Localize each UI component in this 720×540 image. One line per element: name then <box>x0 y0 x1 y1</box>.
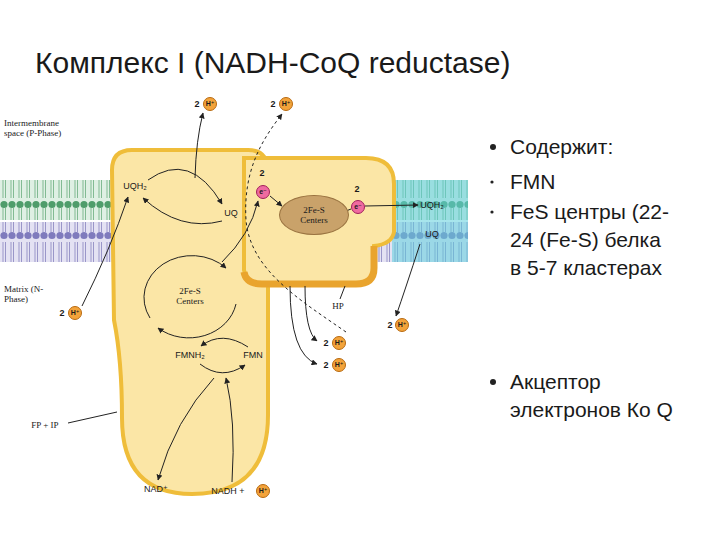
cofactor-label: FMNH₂ <box>175 350 205 360</box>
fes-cluster-ellipse: 2Fe-S Centers <box>279 195 349 235</box>
list-item: FMN <box>510 168 556 196</box>
flow-arrows <box>68 113 420 482</box>
quinone-label: UQH₂ <box>420 200 444 210</box>
cluster-label: 2Fe-S Centers <box>168 286 212 307</box>
count-number: 2 <box>387 320 392 330</box>
proton-symbol: H⁺ <box>206 100 215 108</box>
proton-symbol: H⁺ <box>335 361 344 369</box>
count-number: 2 <box>323 360 328 370</box>
proton-symbol: H⁺ <box>335 339 344 347</box>
subunit-label: FP + IP <box>31 420 58 430</box>
bullets <box>490 144 496 385</box>
complex-body <box>244 158 394 284</box>
substrate-label: NAD⁺ <box>144 484 168 494</box>
proton-symbol: H⁺ <box>71 309 80 317</box>
space-label: Matrix (N-Phase) <box>4 284 48 305</box>
list-heading: Содержит: <box>510 133 613 161</box>
substrate-label: NADH + <box>211 486 244 496</box>
proton-symbol: H⁺ <box>259 487 268 495</box>
electron-symbol: e⁻ <box>259 188 267 196</box>
space-label: Intermembrane space (P-Phase) <box>4 118 62 139</box>
count-number: 2 <box>59 308 64 318</box>
cluster-label: 2Fe-S Centers <box>292 205 336 226</box>
count-number: 2 <box>194 99 199 109</box>
subunit-label: HP <box>332 301 344 311</box>
list-item: FeS центры (22-24 (Fe-S) белка в 5-7 кла… <box>510 198 675 282</box>
ion-circles <box>69 98 409 498</box>
complex-rim <box>244 246 374 284</box>
list-item: Акцептор электронов Ко Q <box>510 368 675 424</box>
quinone-pool <box>392 180 468 262</box>
count-number: 2 <box>270 99 275 109</box>
count-number: 2 <box>354 184 359 194</box>
quinone-label: UQH₂ <box>123 181 147 191</box>
count-number: 2 <box>259 168 264 178</box>
quinone-label: UQ <box>224 208 238 218</box>
electron-symbol: e⁻ <box>354 203 362 211</box>
quinone-label: UQ <box>425 229 439 239</box>
cofactor-label: FMN <box>243 350 263 360</box>
proton-symbol: H⁺ <box>282 100 291 108</box>
slide-title: Комплекс I (NADH-CoQ reductase) <box>35 46 510 80</box>
count-number: 2 <box>323 338 328 348</box>
proton-symbol: H⁺ <box>398 321 407 329</box>
